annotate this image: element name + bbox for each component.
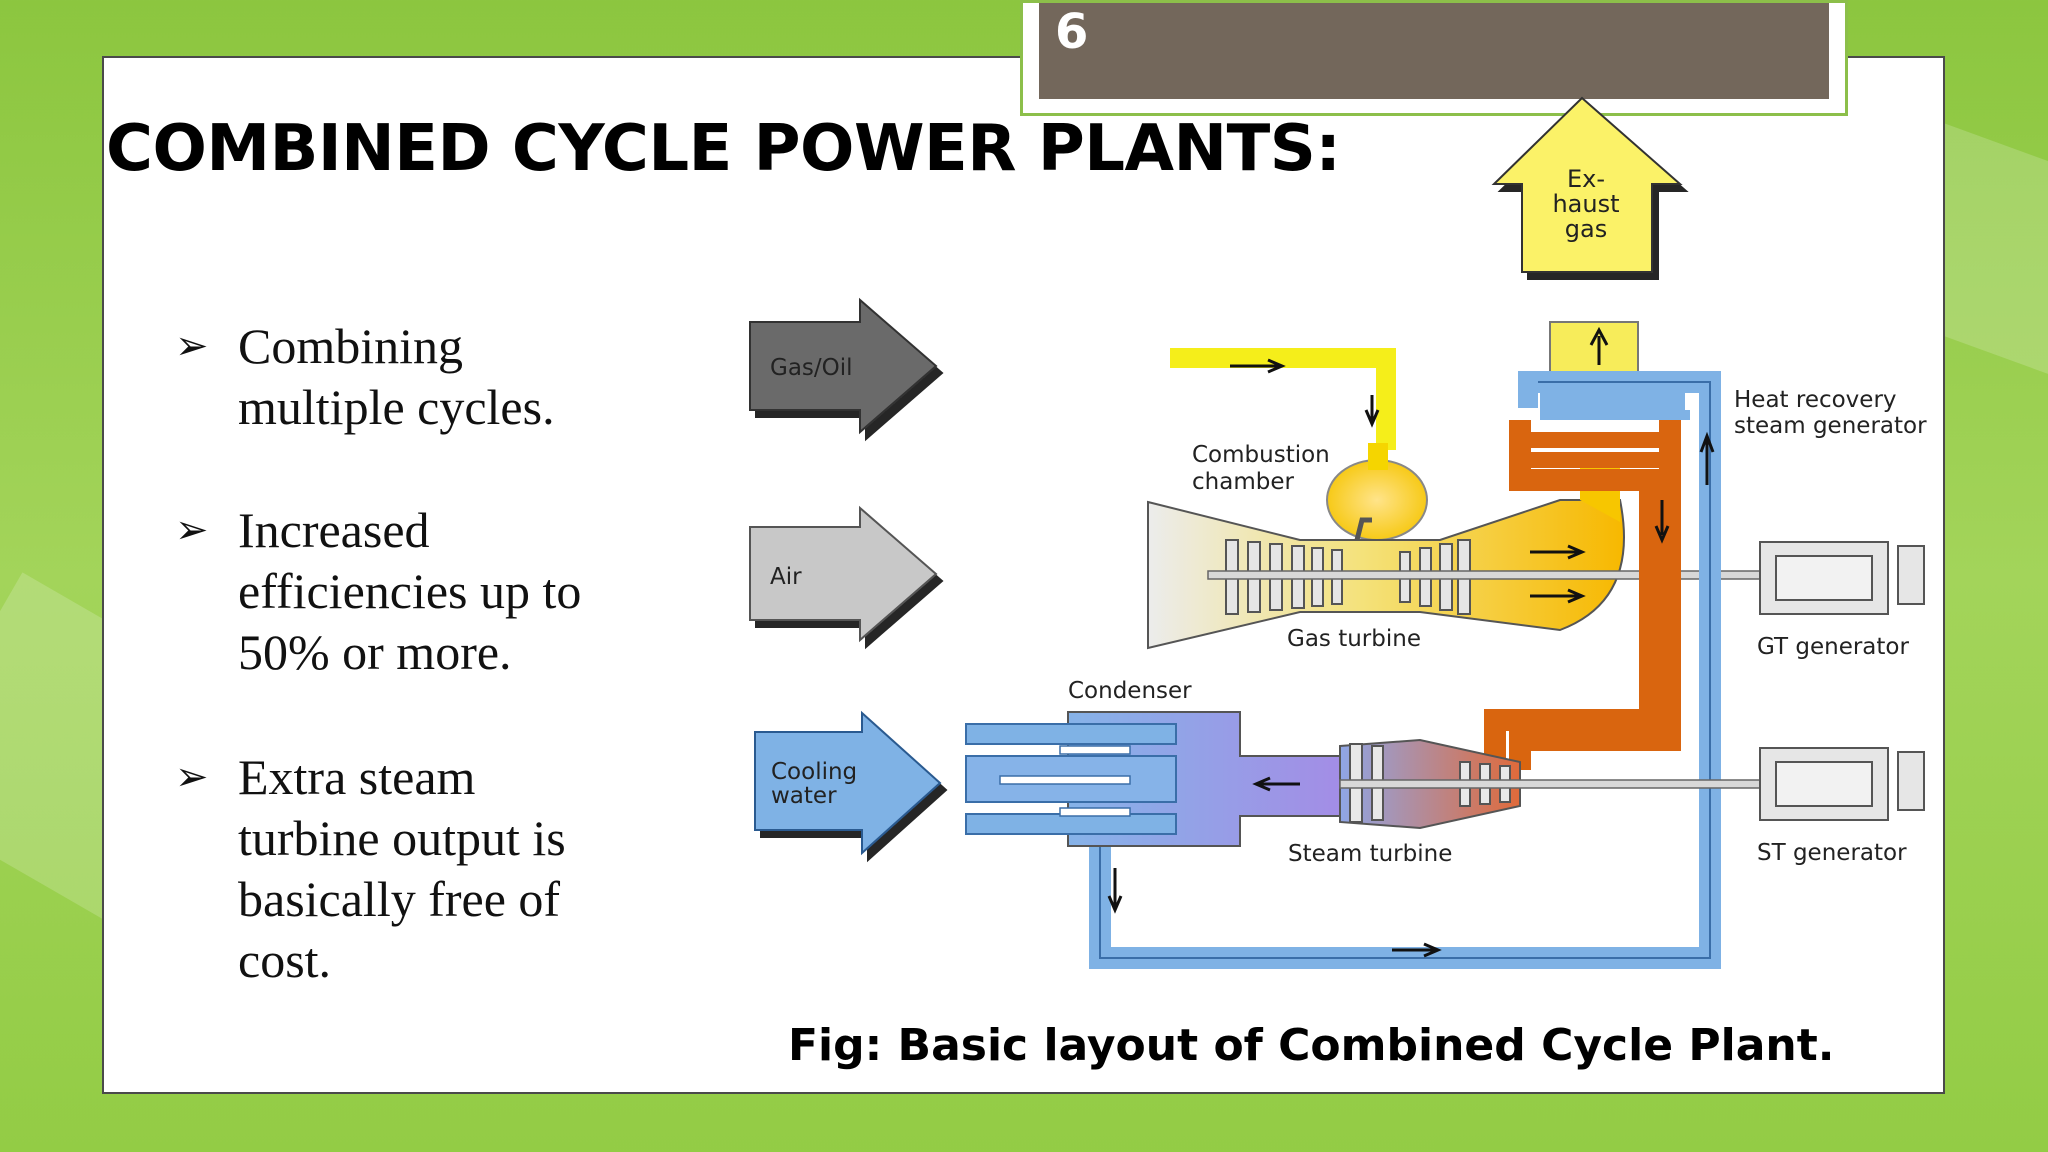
page-title: COMBINED CYCLE POWER PLANTS:	[106, 112, 1341, 186]
right-arrow-icon	[1530, 544, 1586, 560]
exhaust-label: Ex-	[1567, 165, 1605, 193]
bullet-line: Combining	[238, 318, 464, 374]
bullet-line: basically free of	[238, 871, 561, 927]
condenser-tubes	[965, 723, 1177, 835]
arrow-bullet-icon: ➢	[175, 507, 209, 553]
gas-oil-label: Gas/Oil	[770, 355, 853, 381]
bullet-text: Combining multiple cycles.	[238, 316, 708, 438]
down-arrow-icon	[1364, 395, 1380, 428]
gt-generator	[1759, 541, 1925, 615]
right-arrow-icon	[1530, 588, 1586, 604]
hrsg-label: Heat recovery	[1734, 387, 1897, 413]
bullet-line: cost.	[238, 932, 332, 988]
steam-turbine-label: Steam turbine	[1288, 841, 1452, 867]
right-arrow-icon	[1230, 358, 1286, 374]
combustion-chamber	[1326, 459, 1428, 541]
fuel-line	[1170, 348, 1396, 450]
down-arrow-icon	[1107, 868, 1123, 914]
bullet-text: Extra steam turbine output is basically …	[238, 747, 708, 991]
bullet-line: Extra steam	[238, 749, 476, 805]
hrsg-label: steam generator	[1734, 413, 1927, 439]
down-arrow-icon	[1654, 500, 1670, 544]
exhaust-label: gas	[1565, 215, 1607, 243]
arrow-bullet-icon: ➢	[175, 323, 209, 369]
bullet-line: Increased	[238, 502, 430, 558]
bullet-text: Increased efficiencies up to 50% or more…	[238, 500, 708, 683]
combustion-chamber-label: Combustion	[1192, 442, 1330, 468]
condenser-label: Condenser	[1068, 678, 1192, 704]
slide-number: 6	[1055, 4, 1089, 60]
bullet-item: ➢ Combining multiple cycles.	[175, 316, 695, 446]
bullet-line: turbine output is	[238, 810, 566, 866]
arrow-bullet-icon: ➢	[175, 754, 209, 800]
cooling-water-label: Cooling	[771, 759, 857, 785]
up-arrow-icon	[1589, 326, 1609, 365]
st-generator	[1759, 747, 1925, 821]
slide-number-bar	[1039, 3, 1829, 99]
exhaust-gas-arrow	[1491, 96, 1683, 273]
air-label: Air	[770, 564, 802, 590]
up-arrow-icon	[1699, 431, 1715, 485]
bullet-item: ➢ Increased efficiencies up to 50% or mo…	[175, 500, 695, 690]
gas-oil-input-arrow	[749, 297, 938, 435]
air-input-arrow	[749, 505, 938, 643]
cooling-water-label: water	[771, 783, 837, 809]
bullet-item: ➢ Extra steam turbine output is basicall…	[175, 747, 695, 997]
exhaust-label: haust	[1552, 190, 1619, 218]
gas-turbine-label: Gas turbine	[1287, 626, 1421, 652]
st-generator-label: ST generator	[1757, 840, 1907, 866]
gt-generator-label: GT generator	[1757, 634, 1909, 660]
steam-line	[1509, 420, 1681, 770]
left-arrow-icon	[1252, 776, 1300, 792]
cooling-water-input-arrow	[754, 710, 942, 856]
slide-number-box	[1020, 0, 1848, 116]
figure-caption: Fig: Basic layout of Combined Cycle Plan…	[788, 1020, 1835, 1071]
combustion-chamber-label: chamber	[1192, 469, 1294, 495]
bullet-line: 50% or more.	[238, 624, 512, 680]
bullet-line: multiple cycles.	[238, 379, 555, 435]
steam-line	[1484, 420, 1661, 760]
bullet-line: efficiencies up to	[238, 563, 582, 619]
right-arrow-icon	[1392, 942, 1442, 958]
